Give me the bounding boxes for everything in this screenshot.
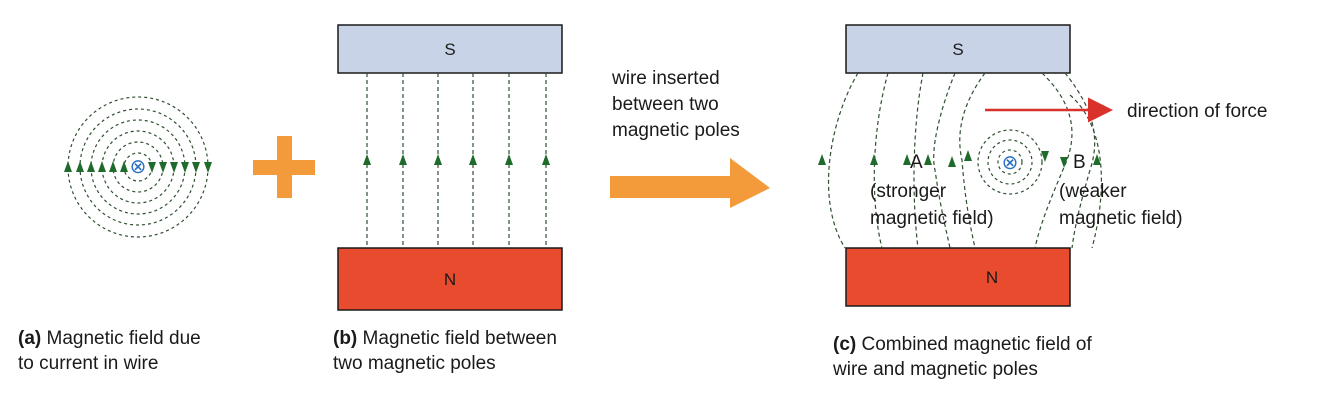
panel-b-pole-field: S N	[337, 24, 563, 311]
point-b-label: B	[1073, 152, 1086, 173]
uniform-field-lines	[363, 73, 550, 248]
panel-a-wire-field: ⊗	[64, 96, 212, 238]
transition-line-3: magnetic poles	[612, 120, 740, 141]
caption-c-line-2: wire and magnetic poles	[833, 359, 1038, 380]
field-arrow-up-icon	[948, 156, 956, 167]
field-arrow-up-icon	[109, 161, 117, 172]
field-arrow-up-icon	[505, 154, 513, 165]
caption-b-letter: (b)	[333, 328, 358, 349]
field-line	[1069, 94, 1102, 249]
field-arrow-up-icon	[870, 154, 878, 165]
transition-line-1: wire inserted	[611, 68, 720, 89]
field-arrow-down-icon	[181, 162, 189, 173]
field-direction-arrows	[64, 161, 212, 173]
field-line	[933, 72, 956, 249]
field-line	[913, 72, 924, 249]
field-arrow-down-icon	[1041, 151, 1049, 162]
field-arrow-down-icon	[1060, 157, 1068, 168]
field-arrow-up-icon	[924, 154, 932, 165]
caption-a: (a) Magnetic field due to current in wir…	[18, 326, 201, 376]
weaker-field-label-1: (weaker	[1059, 181, 1127, 202]
caption-a-letter: (a)	[18, 328, 42, 349]
transition-note: wire inserted between two magnetic poles	[611, 68, 740, 141]
field-line	[1064, 72, 1096, 249]
field-line	[828, 72, 859, 249]
field-arrow-up-icon	[434, 154, 442, 165]
south-pole-label: S	[444, 40, 455, 59]
field-arrow-up-icon	[98, 161, 106, 172]
south-pole	[337, 24, 563, 74]
field-arrow-down-icon	[192, 162, 200, 173]
caption-b-line-2: two magnetic poles	[333, 353, 496, 374]
field-arrow-down-icon	[159, 162, 167, 173]
weaker-field-label-2: magnetic field)	[1059, 208, 1183, 229]
field-direction-arrows	[818, 150, 1101, 168]
panel-c-combined-field: S N ⊗ direction of force A B (stronger m…	[818, 24, 1267, 307]
field-circle	[997, 149, 1023, 175]
transition-line-2: between two	[612, 94, 719, 115]
field-arrow-up-icon	[64, 161, 72, 172]
field-arrow-down-icon	[204, 162, 212, 173]
south-pole	[845, 24, 1071, 74]
caption-a-line-1: Magnetic field due	[46, 328, 201, 349]
field-arrow-up-icon	[120, 161, 128, 172]
field-arrow-up-icon	[542, 154, 550, 165]
field-arrow-up-icon	[363, 154, 371, 165]
wire-into-page-icon: ⊗	[1002, 152, 1019, 174]
north-pole	[845, 247, 1071, 307]
field-arrow-up-icon	[964, 150, 972, 161]
plus-icon	[253, 136, 315, 198]
field-arrow-up-icon	[469, 154, 477, 165]
north-pole	[337, 247, 563, 311]
stronger-field-label-1: (stronger	[870, 181, 947, 202]
field-arrow-up-icon	[399, 154, 407, 165]
field-arrow-up-icon	[903, 154, 911, 165]
wire-field-lines	[977, 129, 1043, 195]
caption-b-line-1: Magnetic field between	[362, 328, 557, 349]
field-circle	[987, 139, 1033, 185]
caption-b: (b) Magnetic field between two magnetic …	[333, 326, 557, 376]
field-circle	[977, 129, 1043, 195]
field-arrow-up-icon	[87, 161, 95, 172]
north-pole-label: N	[986, 268, 998, 287]
field-arrow-up-icon	[76, 161, 84, 172]
stronger-field-label-2: magnetic field)	[870, 208, 994, 229]
north-pole-label: N	[444, 270, 456, 289]
field-arrow-up-icon	[1093, 154, 1101, 165]
big-right-arrow-icon	[610, 158, 770, 208]
field-line	[959, 72, 986, 249]
force-label: direction of force	[1127, 101, 1267, 122]
point-a-label: A	[910, 152, 923, 173]
field-arrow-down-icon	[148, 162, 156, 173]
caption-c-letter: (c)	[833, 334, 857, 355]
caption-a-line-2: to current in wire	[18, 353, 159, 374]
wire-into-page-icon: ⊗	[130, 156, 147, 178]
caption-c-line-1: Combined magnetic field of	[861, 334, 1092, 355]
field-arrow-down-icon	[170, 162, 178, 173]
south-pole-label: S	[952, 40, 963, 59]
field-arrow-up-icon	[818, 154, 826, 165]
caption-c: (c) Combined magnetic field of wire and …	[833, 332, 1092, 382]
